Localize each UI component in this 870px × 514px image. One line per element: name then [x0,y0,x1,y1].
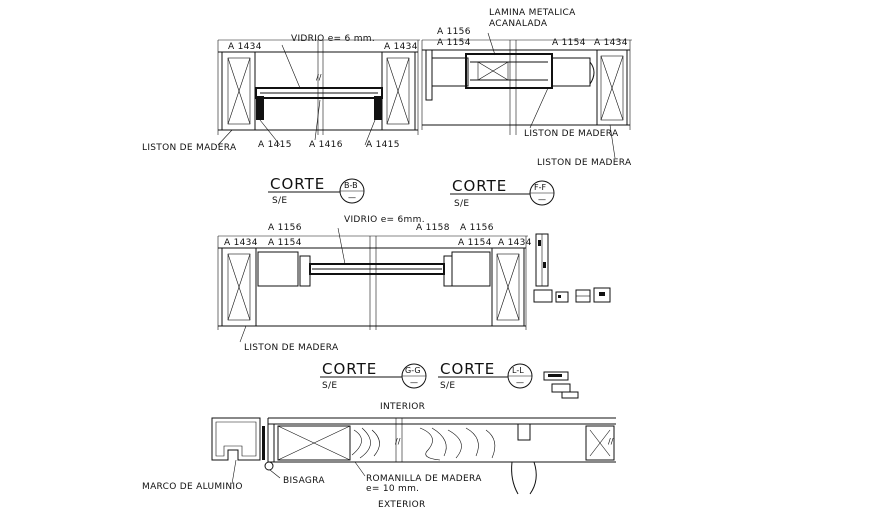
wood-block-gg-left [221,247,257,327]
corte-bb-dash: — [348,193,356,202]
corte-bb-scale: S/E [272,196,287,206]
title-corte-ll [438,363,533,389]
section-gg-drawing [217,227,528,343]
label-a1158-gg: A 1158 [416,223,450,233]
title-corte-bb [268,178,365,204]
corte-bb-title: CORTE [270,175,325,193]
title-corte-ff [450,180,555,206]
label-a1154-ff-left: A 1154 [437,38,471,48]
corte-gg-title: CORTE [322,360,377,378]
small-detail-drawings [533,233,611,399]
label-liston-ff-2: LISTON DE MADERA [537,158,632,168]
label-a1434-gg-right: A 1434 [498,238,532,248]
label-marco-aluminio: MARCO DE ALUMINIO [142,482,243,492]
label-vidrio-gg: VIDRIO e= 6mm. [344,215,425,225]
label-a1154-gg-right: A 1154 [458,238,492,248]
label-bisagra: BISAGRA [283,476,325,486]
svg-text://: // [395,437,401,446]
svg-text://: // [316,73,322,82]
label-a1415-bb-left: A 1415 [258,140,292,150]
title-corte-gg [320,363,427,389]
svg-text://: // [608,437,614,446]
glass-pane-bb [255,87,383,99]
label-romanilla-2: e= 10 mm. [366,484,419,494]
corte-ll-title: CORTE [440,360,495,378]
label-lamina-1: LAMINA METALICA [489,8,576,18]
label-a1154-gg-left: A 1154 [268,238,302,248]
label-lamina-2: ACANALADA [489,19,548,29]
label-romanilla-1: ROMANILLA DE MADERA [366,474,482,484]
label-interior: INTERIOR [380,402,425,412]
corte-gg-mark: G-G [405,366,421,375]
wood-block-ff-right [596,49,628,126]
label-exterior: EXTERIOR [378,500,426,510]
label-a1434-gg-left: A 1434 [224,238,258,248]
corte-ff-scale: S/E [454,199,469,209]
label-liston-gg: LISTON DE MADERA [244,343,339,353]
label-liston-bb: LISTON DE MADERA [142,143,237,153]
corte-ll-scale: S/E [440,381,455,391]
label-a1154-ff-right: A 1154 [552,38,586,48]
corte-ll-mark: L-L [512,366,524,375]
wood-block-gg-right [491,247,525,327]
label-vidrio-bb: VIDRIO e= 6 mm. [291,34,375,44]
corte-gg-dash: — [410,378,418,387]
corte-bb-mark: B-B [344,181,358,190]
corte-ff-mark: F-F [534,183,546,192]
label-a1415-bb-right: A 1415 [366,140,400,150]
label-a1434-bb-left: A 1434 [228,42,262,52]
label-a1434-bb-right: A 1434 [384,42,418,52]
label-a1434-ff-right: A 1434 [594,38,628,48]
label-a1156-ff: A 1156 [437,27,471,37]
label-a1156-gg-right: A 1156 [460,223,494,233]
label-a1416-bb: A 1416 [309,140,343,150]
corte-gg-scale: S/E [322,381,337,391]
label-liston-ff-1: LISTON DE MADERA [524,129,619,139]
corte-ll-dash: — [516,378,524,387]
door-detail-drawing: // // [211,417,616,495]
section-ff-drawing [421,32,632,159]
label-a1156-gg-left: A 1156 [268,223,302,233]
corte-ff-title: CORTE [452,177,507,195]
corte-ff-dash: — [538,195,546,204]
section-bb-drawing: // [217,39,420,146]
